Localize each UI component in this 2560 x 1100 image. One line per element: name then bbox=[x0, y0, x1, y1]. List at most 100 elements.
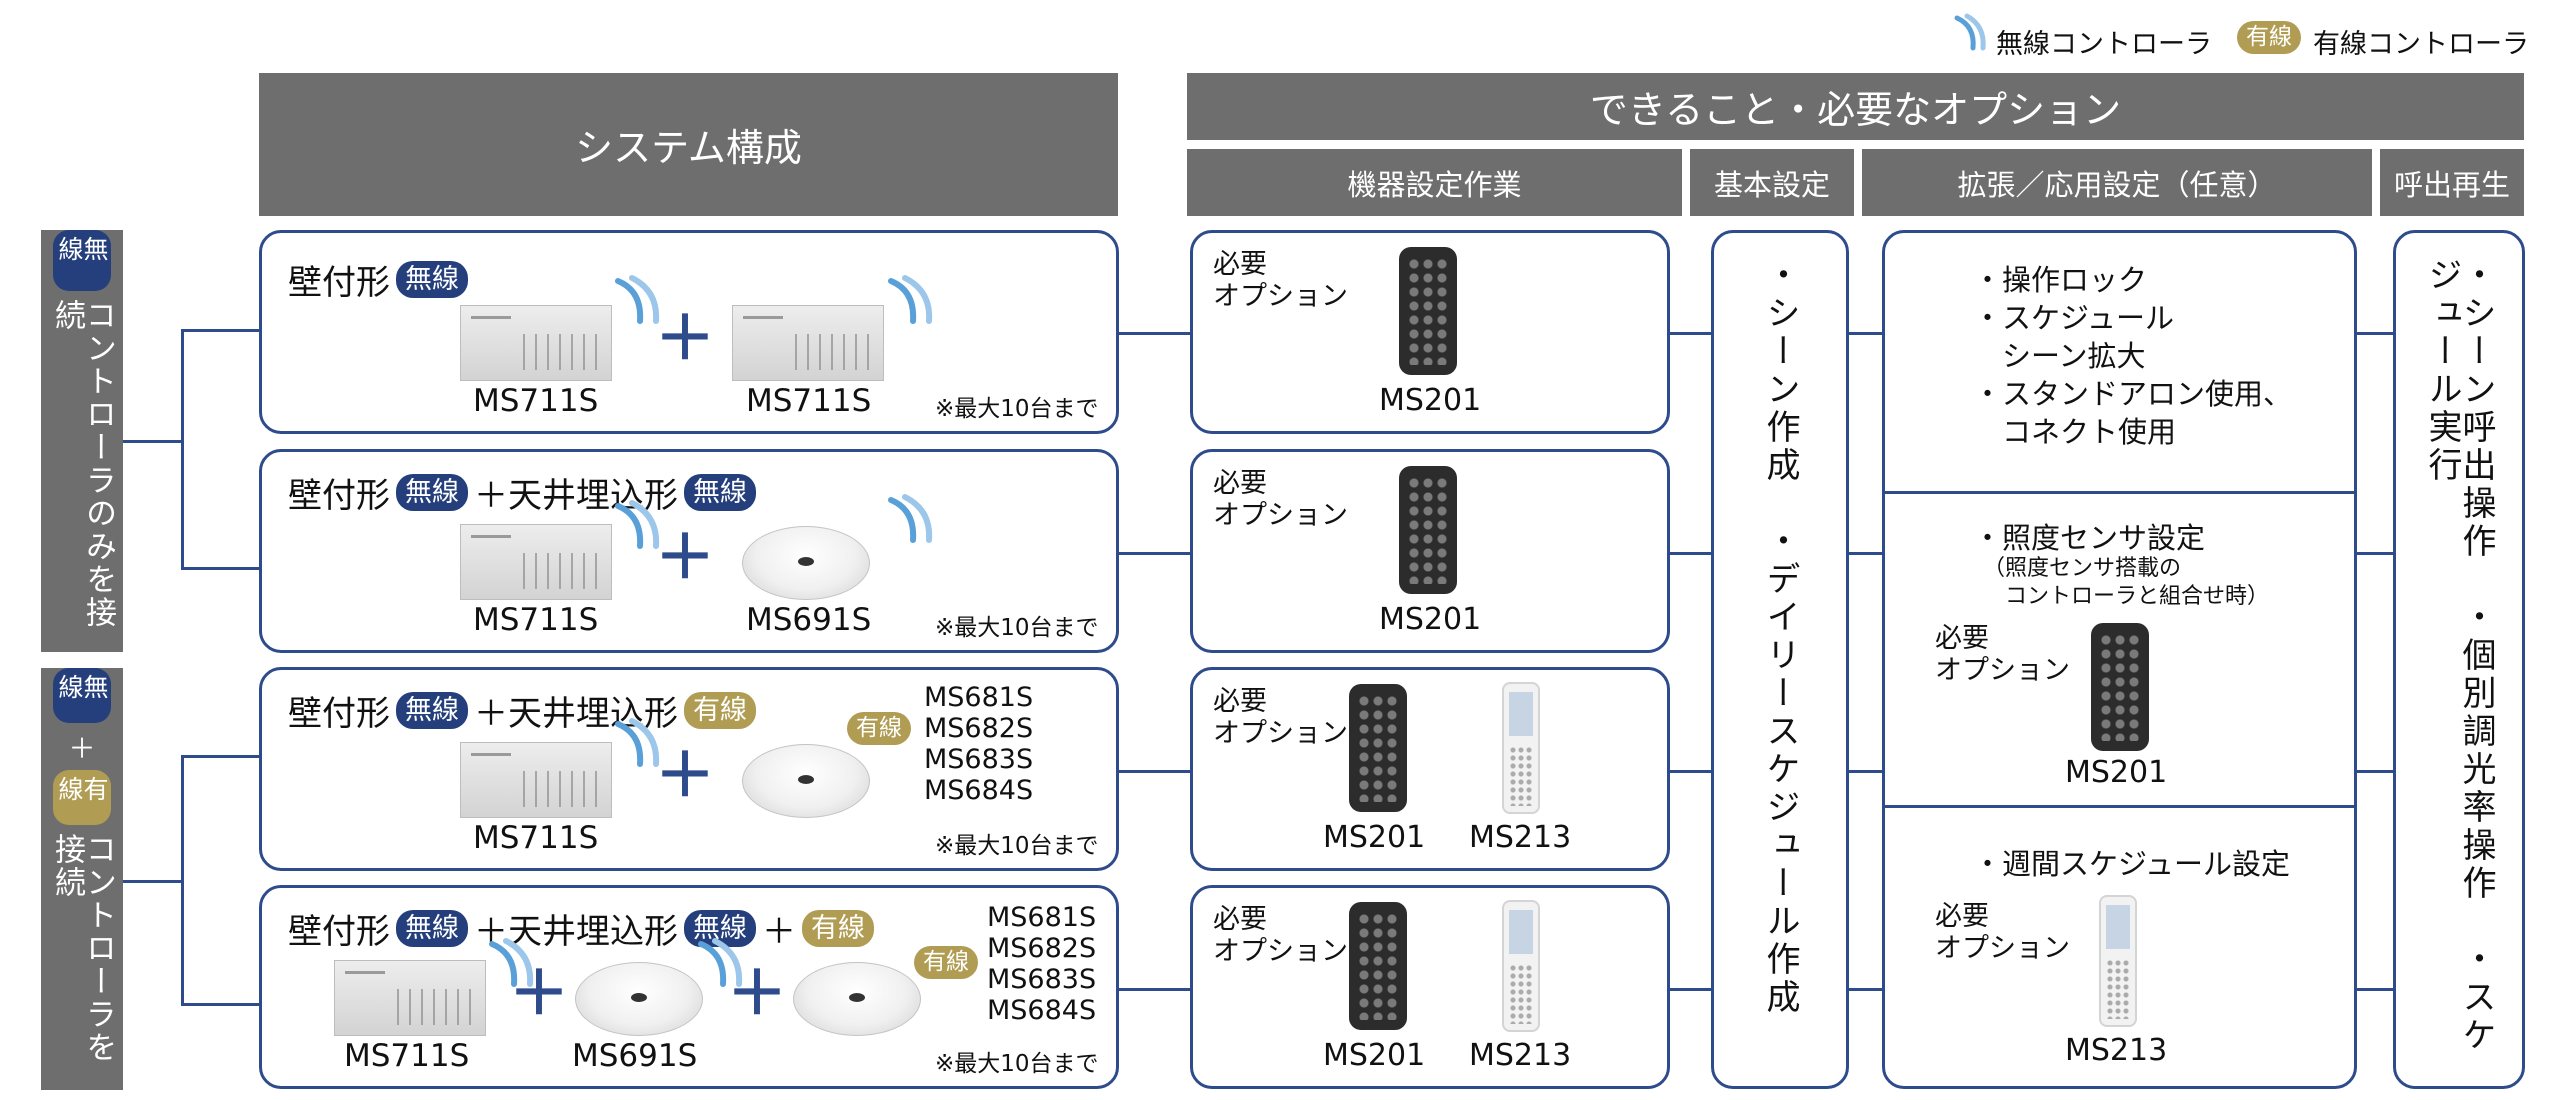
config-title: 壁付形 無線 ＋天井埋込形 有線 bbox=[288, 686, 756, 735]
config-title: 壁付形 無線 ＋天井埋込形 無線 ＋ 有線 bbox=[288, 904, 874, 953]
config-title-text: 壁付形 bbox=[288, 694, 390, 734]
sidebar-mixed-plus: ＋ bbox=[68, 734, 96, 766]
wall-controller-image bbox=[334, 960, 486, 1036]
wireless-signal-icon bbox=[698, 938, 743, 987]
remote-control-image bbox=[1349, 684, 1407, 812]
option-label: 必要 オプション bbox=[1213, 686, 1348, 750]
equipment-box-2: 必要 オプション MS201 bbox=[1190, 449, 1670, 653]
option-line: 必要 bbox=[1213, 468, 1267, 499]
wired-badge: 有線 bbox=[847, 712, 911, 745]
option-label: 必要 オプション bbox=[1213, 249, 1348, 313]
connector-line bbox=[2355, 552, 2397, 555]
device-label: MS711S bbox=[746, 383, 872, 419]
remote-control-image bbox=[2099, 895, 2137, 1027]
option-line: 必要 bbox=[1935, 901, 1989, 932]
remote-control-image bbox=[1349, 902, 1407, 1030]
ceiling-controller-image bbox=[575, 962, 703, 1036]
connector-line bbox=[1847, 988, 1885, 991]
sidebar-wireless-badge: 無線 bbox=[53, 230, 111, 291]
wall-controller-image bbox=[460, 742, 612, 818]
model-item: MS681S bbox=[987, 902, 1097, 933]
wireless-badge: 無線 bbox=[396, 909, 468, 948]
connector-line bbox=[2355, 332, 2397, 335]
remote-label: MS213 bbox=[1469, 820, 1572, 855]
remote-control-image bbox=[1502, 900, 1540, 1032]
remote-label: MS201 bbox=[1323, 820, 1426, 855]
max-note: ※最大10台まで bbox=[935, 1051, 1099, 1077]
max-note: ※最大10台まで bbox=[935, 396, 1099, 422]
connector-line bbox=[181, 755, 261, 758]
connector-line bbox=[1669, 770, 1714, 773]
equipment-box-4: 必要 オプション MS201 MS213 bbox=[1190, 885, 1670, 1089]
wireless-badge: 無線 bbox=[684, 473, 756, 512]
connector-line bbox=[181, 567, 261, 570]
wall-controller-image bbox=[732, 305, 884, 381]
ceiling-controller-image bbox=[742, 744, 870, 818]
wall-controller-image bbox=[460, 524, 612, 600]
legend-wireless-label: 無線コントローラ bbox=[1996, 29, 2212, 60]
extended-item: ・操作ロック bbox=[1973, 263, 2148, 297]
equipment-box-3: 必要 オプション MS201 MS213 bbox=[1190, 667, 1670, 871]
connector-line bbox=[1669, 552, 1714, 555]
max-note: ※最大10台まで bbox=[935, 615, 1099, 641]
config-title-text: 壁付形 bbox=[288, 912, 390, 952]
playback-box: ・シーン呼出操作 ・個別調光率操作 ・スケジュール実行 bbox=[2393, 230, 2525, 1089]
config-title-text: 壁付形 bbox=[288, 476, 390, 516]
note-line: （照度センサ搭載の bbox=[1983, 556, 2182, 581]
device-label: MS691S bbox=[746, 602, 872, 638]
remote-label: MS201 bbox=[1323, 1038, 1426, 1073]
connector-line bbox=[181, 329, 184, 569]
wall-controller-image bbox=[460, 305, 612, 381]
header-capabilities: できること・必要なオプション bbox=[1187, 73, 2524, 140]
config-box-2: 壁付形 無線 ＋天井埋込形 無線 ＋ MS711S MS691S ※最大10台ま… bbox=[259, 449, 1119, 653]
weekly-schedule-title: ・週間スケジュール設定 bbox=[1973, 847, 2290, 881]
connector-line bbox=[181, 1003, 261, 1006]
wireless-signal-icon bbox=[888, 494, 933, 543]
wireless-signal-icon bbox=[615, 500, 660, 549]
sidebar-wireless-text: コントローラのみを接続 bbox=[49, 298, 116, 629]
device-label: MS711S bbox=[344, 1038, 470, 1074]
legend-wired-label: 有線コントローラ bbox=[2313, 29, 2529, 60]
option-label: 必要 オプション bbox=[1213, 904, 1348, 968]
connector-line bbox=[1669, 988, 1714, 991]
config-box-3: 壁付形 無線 ＋天井埋込形 有線 ＋ 有線 MS681S MS682S MS68… bbox=[259, 667, 1119, 871]
connector-line bbox=[1119, 988, 1191, 991]
remote-control-image bbox=[1502, 682, 1540, 814]
config-title: 壁付形 無線 bbox=[288, 255, 468, 304]
option-line: 必要 bbox=[1213, 686, 1267, 717]
plus-icon: ＋ bbox=[655, 304, 715, 374]
header-basic: 基本設定 bbox=[1690, 149, 1854, 216]
extended-settings-box: ・操作ロック ・スケジュール シーン拡大 ・スタンドアロン使用、 コネクト使用 … bbox=[1882, 230, 2357, 1089]
device-label: MS691S bbox=[572, 1038, 698, 1074]
connector-line bbox=[123, 440, 183, 443]
header-playback: 呼出再生 bbox=[2380, 149, 2524, 216]
config-title-text: ＋ bbox=[762, 912, 796, 952]
model-list: MS681S MS682S MS683S MS684S bbox=[987, 902, 1096, 1026]
remote-control-image bbox=[1399, 247, 1457, 375]
option-line: 必要 bbox=[1213, 904, 1267, 935]
option-line: 必要 bbox=[1213, 249, 1267, 280]
model-list: MS681S MS682S MS683S MS684S bbox=[924, 682, 1033, 806]
extended-section-1: ・操作ロック ・スケジュール シーン拡大 ・スタンドアロン使用、 コネクト使用 bbox=[1973, 261, 2292, 451]
model-item: MS684S bbox=[987, 995, 1097, 1026]
option-line: オプション bbox=[1213, 718, 1348, 749]
header-equipment: 機器設定作業 bbox=[1187, 149, 1682, 216]
remote-label: MS213 bbox=[1469, 1038, 1572, 1073]
connector-line bbox=[1119, 552, 1191, 555]
basic-settings-text: ・シーン作成 ・デイリースケジュール作成 bbox=[1760, 257, 1800, 1017]
plus-icon: ＋ bbox=[727, 959, 787, 1029]
wireless-badge: 無線 bbox=[396, 691, 468, 730]
connector-line bbox=[181, 755, 184, 1005]
plus-icon: ＋ bbox=[655, 741, 715, 811]
divider bbox=[1885, 491, 2354, 494]
model-item: MS683S bbox=[987, 964, 1097, 995]
remote-control-image bbox=[2091, 623, 2149, 751]
option-line: 必要 bbox=[1935, 623, 1989, 654]
basic-settings-box: ・シーン作成 ・デイリースケジュール作成 bbox=[1711, 230, 1849, 1089]
model-item: MS683S bbox=[924, 744, 1034, 775]
wireless-signal-icon bbox=[888, 275, 933, 324]
sidebar-mixed-wired-badge: 有線 bbox=[53, 770, 111, 826]
sidebar-mixed-text: コントローラを接続 bbox=[49, 833, 116, 1065]
ceiling-controller-image bbox=[793, 962, 921, 1036]
model-item: MS684S bbox=[924, 775, 1034, 806]
